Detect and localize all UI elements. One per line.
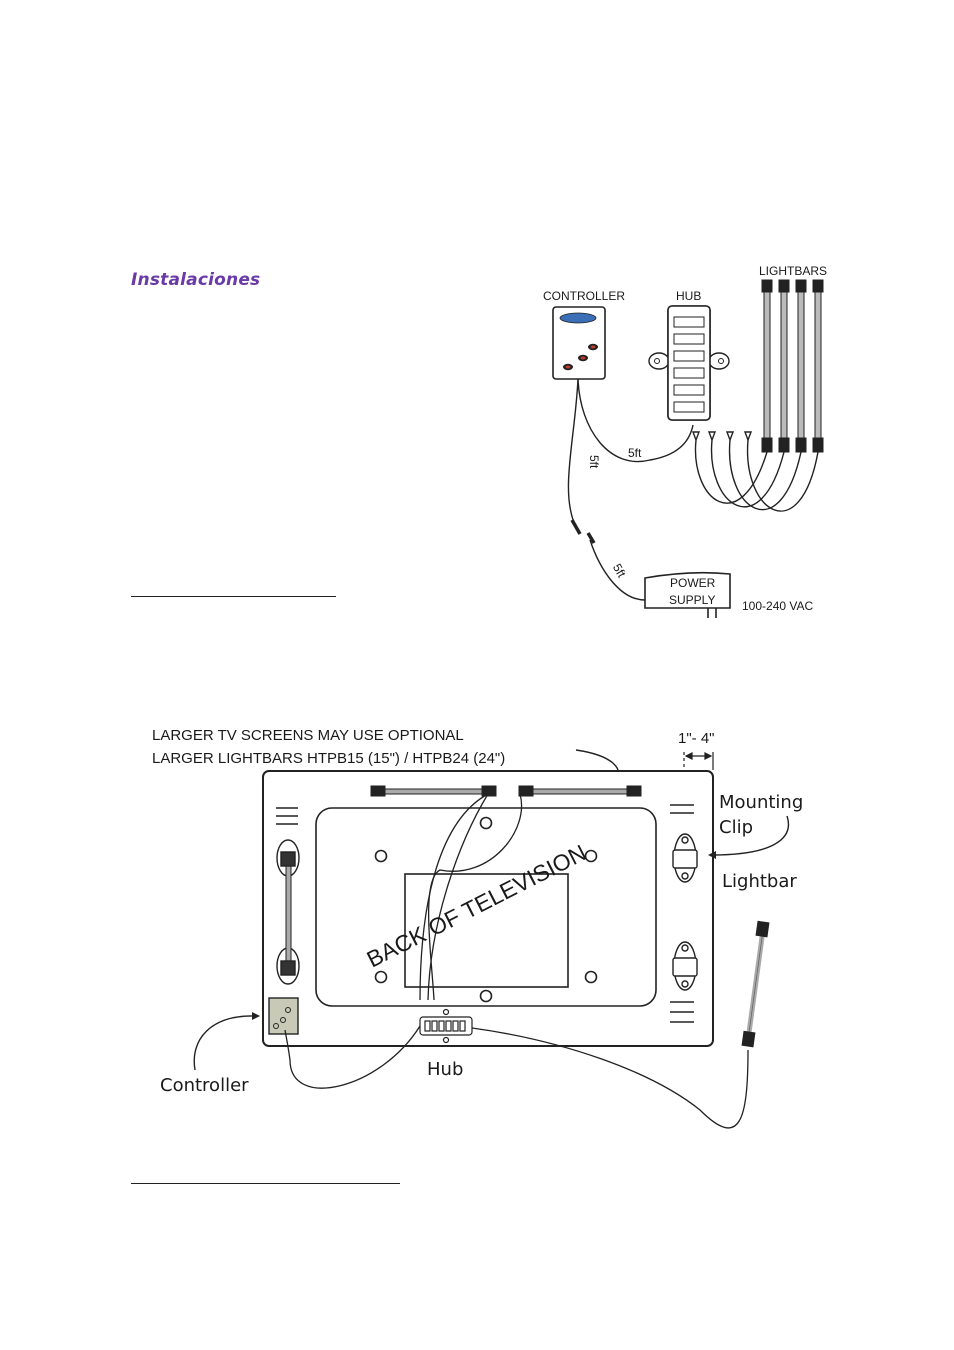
- controller-unit: [552, 306, 606, 380]
- controller-callout: Controller: [160, 1075, 249, 1096]
- lightbars-label: LIGHTBARS: [759, 264, 827, 278]
- tv-label: BACK OF TELEVISION: [362, 839, 590, 972]
- cable-length-down: 5ft: [587, 455, 601, 469]
- spacing-label: 1"- 4": [678, 730, 715, 747]
- mounting-clip-label: Mounting: [719, 792, 803, 813]
- mounting-clips: [672, 833, 698, 991]
- cable-length-power: 5ft: [610, 561, 629, 580]
- tv-center-plate: [404, 873, 569, 988]
- spacing-dimension: [683, 752, 714, 800]
- panel-hub: [419, 1008, 473, 1044]
- top-lightbars: [370, 785, 642, 797]
- lightbar-label: Lightbar: [722, 871, 797, 892]
- note-line-1: LARGER TV SCREENS MAY USE OPTIONAL: [152, 727, 464, 744]
- panel-marks: [276, 804, 694, 1023]
- note-line-2: LARGER LIGHTBARS HTPB15 (15") / HTPB24 (…: [152, 750, 505, 767]
- spare-lightbar: [741, 920, 770, 1048]
- hub-callout: Hub: [427, 1059, 463, 1080]
- hub-unit: [648, 305, 730, 421]
- tv-inner-frame: [315, 807, 657, 1007]
- divider-line: [131, 596, 336, 597]
- lightbar-set: [761, 279, 824, 453]
- voltage-label: 100-240 VAC: [742, 599, 813, 613]
- left-lightbar: [276, 839, 300, 985]
- controller-label: CONTROLLER: [543, 289, 625, 303]
- hub-label: HUB: [676, 289, 701, 303]
- power-supply: [644, 571, 731, 618]
- section-heading: Instalaciones: [131, 270, 261, 290]
- panel-cables: [284, 793, 749, 1129]
- mounting-clip-label: Clip: [719, 817, 753, 838]
- panel-controller: [268, 997, 299, 1035]
- power-supply-label: POWER: [670, 576, 716, 590]
- tv-back-panel: [262, 770, 714, 1047]
- divider-line: [131, 1183, 400, 1184]
- power-supply-label: SUPPLY: [669, 593, 715, 607]
- mount-holes: [374, 816, 598, 1003]
- hub-cables: [567, 378, 819, 601]
- cable-length-hub: 5ft: [628, 446, 642, 460]
